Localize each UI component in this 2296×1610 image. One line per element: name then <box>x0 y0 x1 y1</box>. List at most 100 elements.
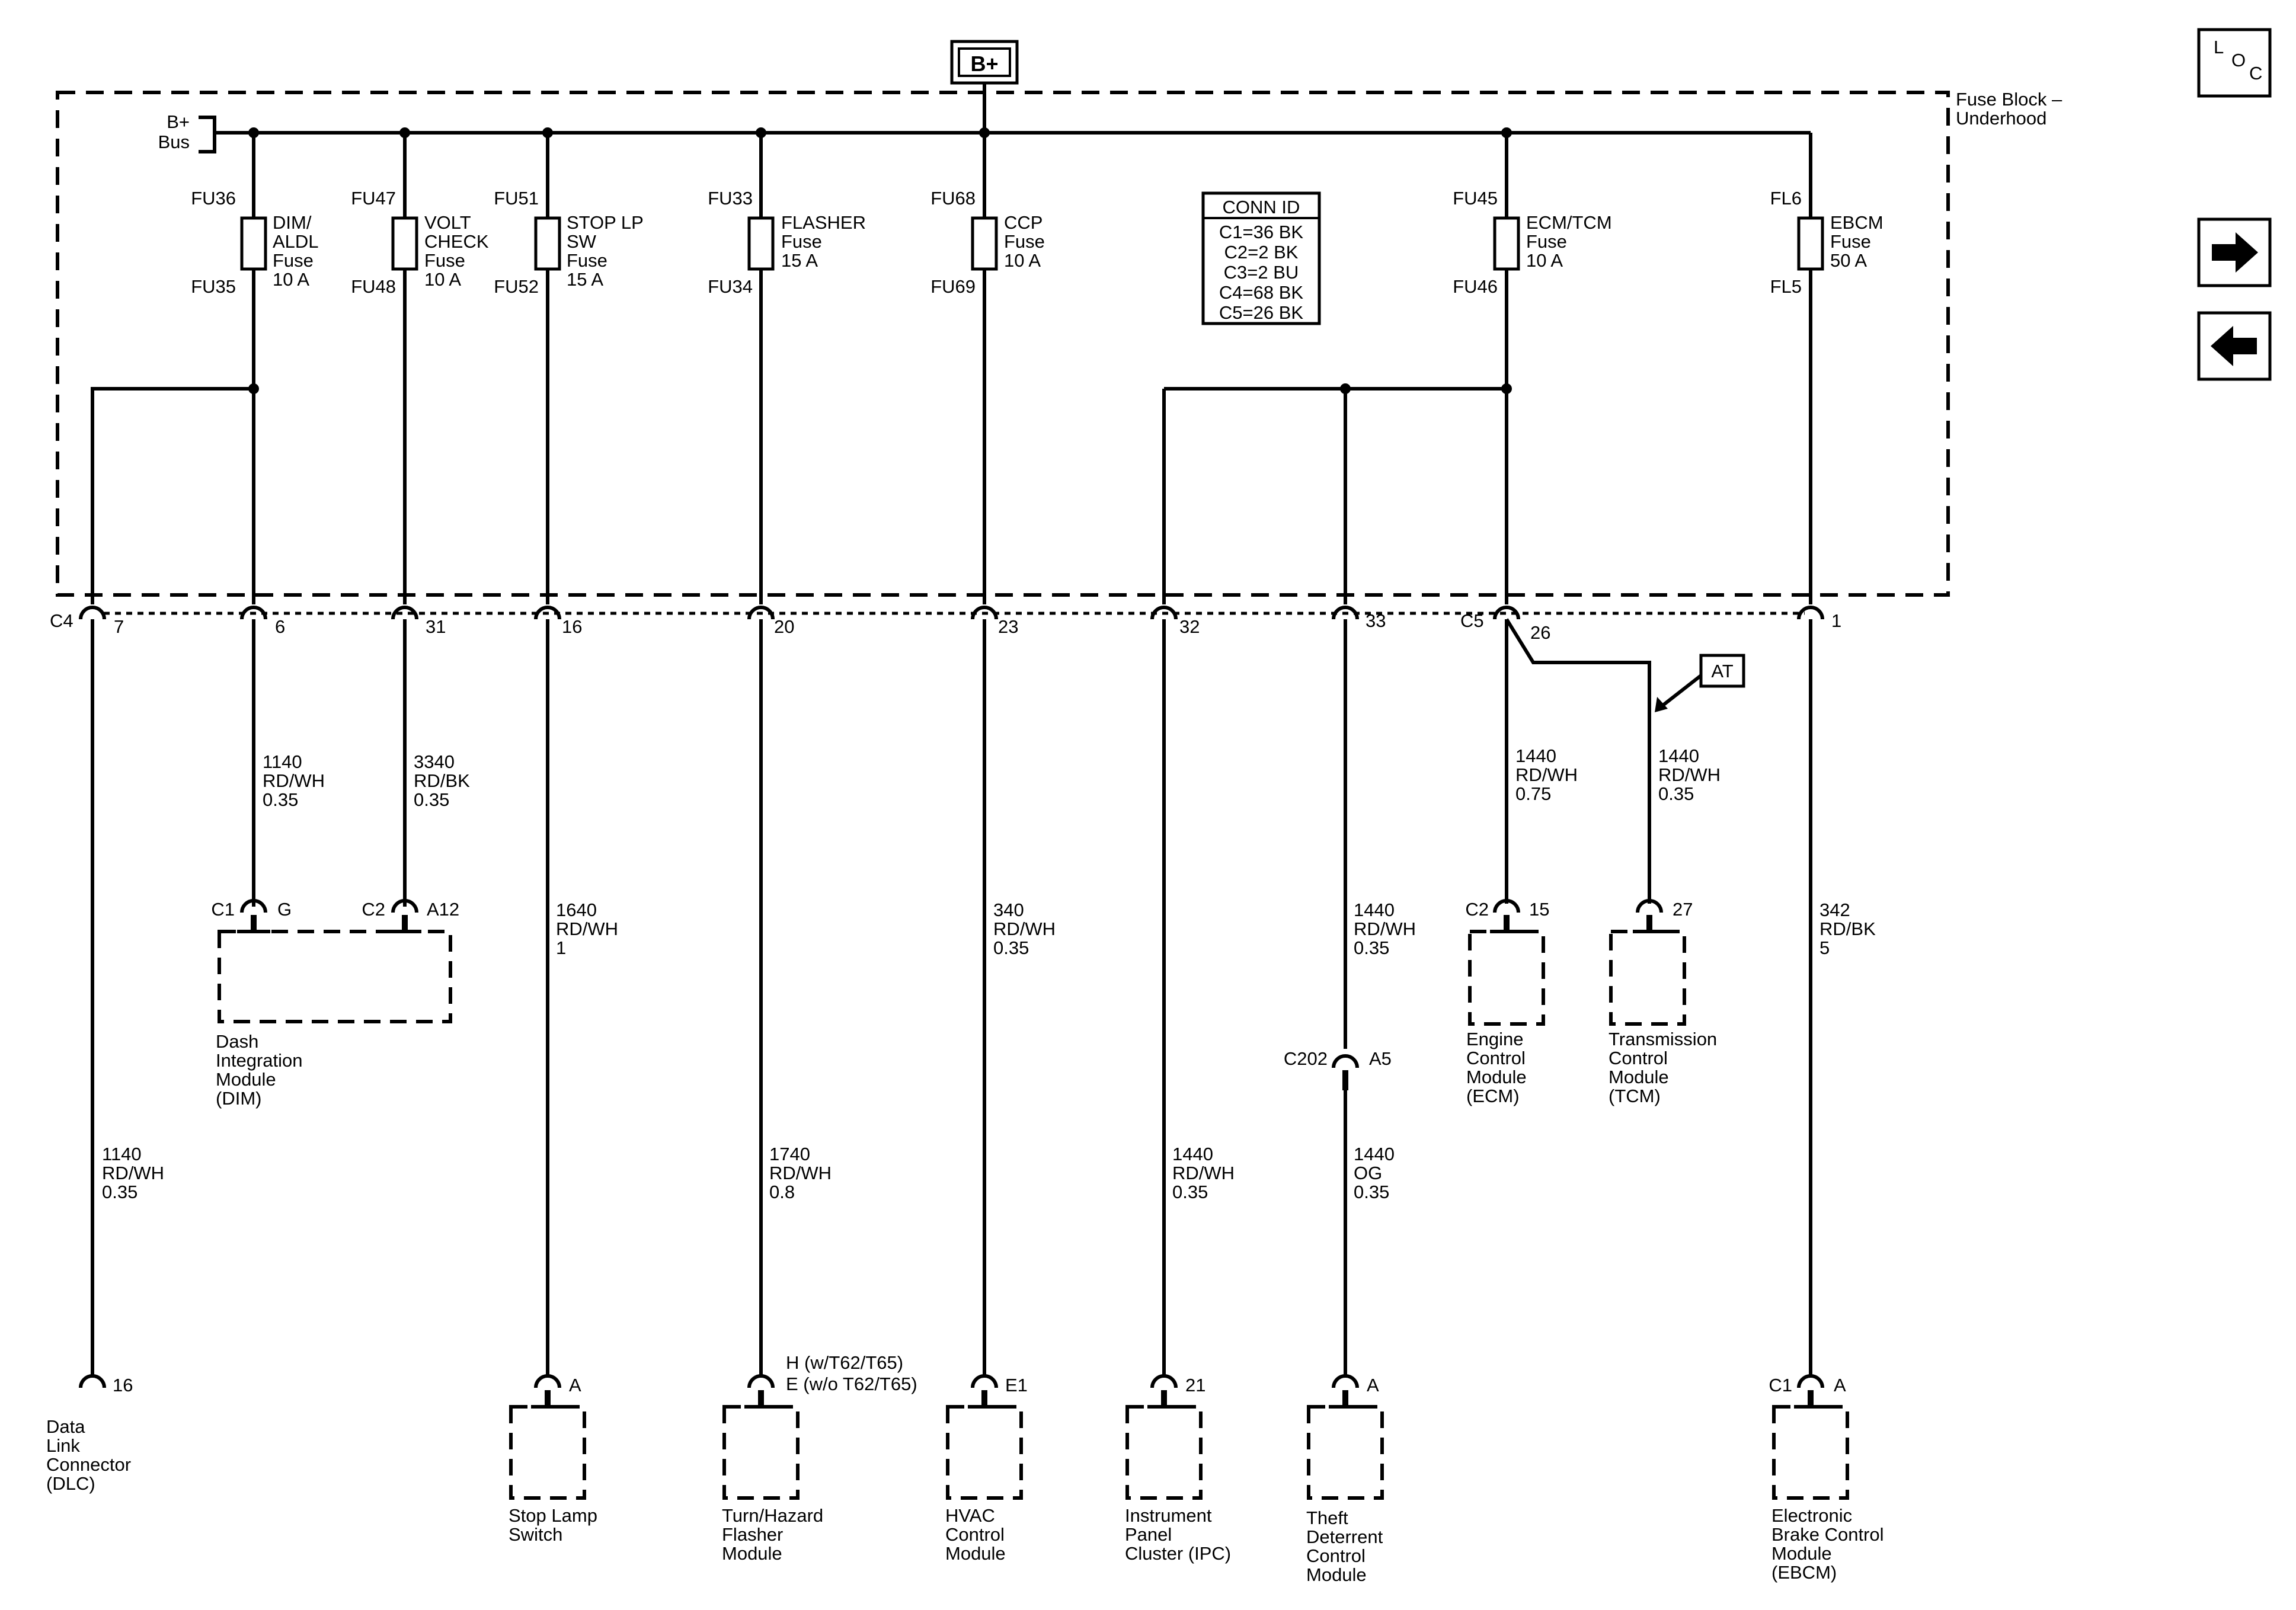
component-hvac-control: E1 HVAC Control Module <box>945 1374 1028 1564</box>
wire-circuit: 1740 <box>769 1144 810 1164</box>
wire-label-dim: 1140 RD/WH 0.35 <box>263 751 325 810</box>
component-name-line: Switch <box>509 1524 562 1545</box>
component-turn-hazard-flasher: H (w/T62/T65) E (w/o T62/T65) Turn/Hazar… <box>722 1352 917 1564</box>
wire-gauge: 0.35 <box>993 937 1029 958</box>
component-name-line: Stop Lamp <box>509 1505 597 1526</box>
component-connector: C2 <box>362 899 385 920</box>
component-name-line: Module <box>1466 1067 1527 1087</box>
inline-connector-name: C202 <box>1284 1048 1328 1069</box>
component-name-line: Integration <box>216 1050 303 1071</box>
wire-label-flasher: 1740 RD/WH 0.8 <box>769 1144 832 1202</box>
bus-label-2: Bus <box>158 132 190 152</box>
fuse-top-id: FU47 <box>351 188 396 209</box>
fuse-block-name: Fuse Block – <box>1956 89 2062 110</box>
wire-color: RD/BK <box>1819 918 1876 939</box>
component-pin: 27 <box>1673 899 1693 920</box>
wire-label-volt: 3340 RD/BK 0.35 <box>414 751 470 810</box>
pin-label: 1 <box>1831 610 1841 631</box>
wire-label-ipc: 1440 RD/WH 0.35 <box>1172 1144 1235 1202</box>
component-name-line: (EBCM) <box>1771 1562 1837 1583</box>
previous-page-button[interactable] <box>2197 311 2272 381</box>
wire-circuit: 340 <box>993 900 1024 920</box>
fuse-label-line: EBCM <box>1830 212 1884 233</box>
fuse-label-line: DIM/ <box>273 212 312 233</box>
connector-row-pins <box>79 606 1824 620</box>
wire-gauge: 1 <box>556 937 566 958</box>
pin-label: 32 <box>1179 616 1200 637</box>
pin-label: 23 <box>998 616 1018 637</box>
wire-color: OG <box>1354 1163 1382 1183</box>
wire-gauge: 0.35 <box>414 789 449 810</box>
loc-letter: L <box>2214 37 2224 57</box>
component-name-line: Data <box>46 1416 85 1437</box>
fuse-bottom-id: FU46 <box>1453 276 1498 297</box>
wire-label-ebcm: 342 RD/BK 5 <box>1819 900 1876 958</box>
wire-color: RD/WH <box>1354 918 1416 939</box>
wire-gauge: 0.35 <box>263 789 298 810</box>
fuse-top-id: FU45 <box>1453 188 1498 209</box>
component-dim: C1 G C2 A12 Dash Integration Module (DIM… <box>211 899 459 1109</box>
wire-label-tdcm-lower: 1440 OG 0.35 <box>1354 1144 1395 1202</box>
component-name-line: Connector <box>46 1454 131 1475</box>
supply-label: B+ <box>970 52 998 76</box>
component-pin: 21 <box>1185 1375 1205 1395</box>
wire-label-dlc: 1140 RD/WH 0.35 <box>102 1144 164 1202</box>
component-tcm: 27 Transmission Control Module (TCM) <box>1609 899 1717 1106</box>
fuse-stop-lp-sw: FU51 FU52 STOP LP SW Fuse 15 A <box>494 188 644 297</box>
next-page-button[interactable] <box>2197 217 2272 287</box>
component-name-line: Module <box>1771 1543 1832 1564</box>
fuse-label-line: 15 A <box>781 250 818 271</box>
component-name-line: Instrument <box>1125 1505 1212 1526</box>
wire-color: RD/WH <box>993 918 1056 939</box>
fuse-label-line: Fuse <box>1004 231 1045 252</box>
wire-color: RD/WH <box>1172 1163 1235 1183</box>
fuse-label-line: 15 A <box>567 269 603 290</box>
component-pin: E1 <box>1005 1375 1028 1395</box>
fuse-label-line: VOLT <box>424 212 471 233</box>
wire-circuit: 1440 <box>1658 745 1699 766</box>
fuse-top-id: FU33 <box>708 188 753 209</box>
component-theft-deterrent: A Theft Deterrent Control Module <box>1306 1374 1384 1585</box>
component-name-line: Link <box>46 1435 80 1456</box>
component-name-line: Cluster (IPC) <box>1125 1543 1231 1564</box>
fuse-top-id: FU36 <box>191 188 236 209</box>
wire-label-tcm: 1440 RD/WH 0.35 <box>1658 745 1721 804</box>
component-name-line: Dash <box>216 1031 258 1052</box>
fuse-label-line: 10 A <box>1004 250 1041 271</box>
component-name-line: Theft <box>1306 1507 1348 1528</box>
fuse-label-line: Fuse <box>273 250 314 271</box>
component-connector: C1 <box>1769 1375 1792 1395</box>
fuse-bottom-id: FU69 <box>930 276 976 297</box>
conn-id-row: C3=2 BU <box>1224 262 1299 283</box>
fuse-ccp: FU68 FU69 CCP Fuse 10 A <box>930 188 1045 297</box>
harness-wires <box>91 618 1812 1378</box>
wire-gauge: 0.75 <box>1515 783 1551 804</box>
wire-circuit: 1440 <box>1515 745 1556 766</box>
conn-id-row: C5=26 BK <box>1219 302 1304 323</box>
fuse-top-id: FU51 <box>494 188 539 209</box>
component-ecm: C2 15 Engine Control Module (ECM) <box>1465 899 1549 1106</box>
component-stop-lamp-switch: A Stop Lamp Switch <box>509 1374 597 1545</box>
component-pin: E (w/o T62/T65) <box>786 1374 917 1394</box>
pin-label: 33 <box>1366 610 1386 631</box>
pin-label: 16 <box>562 616 582 637</box>
at-option-tag: AT <box>1655 654 1745 712</box>
fuse-top-id: FU68 <box>930 188 976 209</box>
fuse-label-line: CCP <box>1004 212 1043 233</box>
component-pin: A <box>1367 1375 1379 1395</box>
wire-color: RD/WH <box>556 918 618 939</box>
location-button[interactable]: L O C <box>2197 28 2272 98</box>
component-pin: H (w/T62/T65) <box>786 1352 903 1373</box>
wire-color: RD/BK <box>414 770 470 791</box>
fuse-bottom-id: FU48 <box>351 276 396 297</box>
wire-label-stop: 1640 RD/WH 1 <box>556 900 618 958</box>
fuse-label-line: Fuse <box>424 250 465 271</box>
pin-label: 6 <box>275 616 285 637</box>
component-name-line: Electronic <box>1771 1505 1852 1526</box>
conn-id-row: C1=36 BK <box>1219 222 1304 242</box>
fuse-top-id: FL6 <box>1770 188 1802 209</box>
pin-label: 20 <box>774 616 794 637</box>
arrow-left-icon <box>2211 326 2257 366</box>
wire-gauge: 5 <box>1819 937 1830 958</box>
component-name-line: Brake Control <box>1771 1524 1884 1545</box>
